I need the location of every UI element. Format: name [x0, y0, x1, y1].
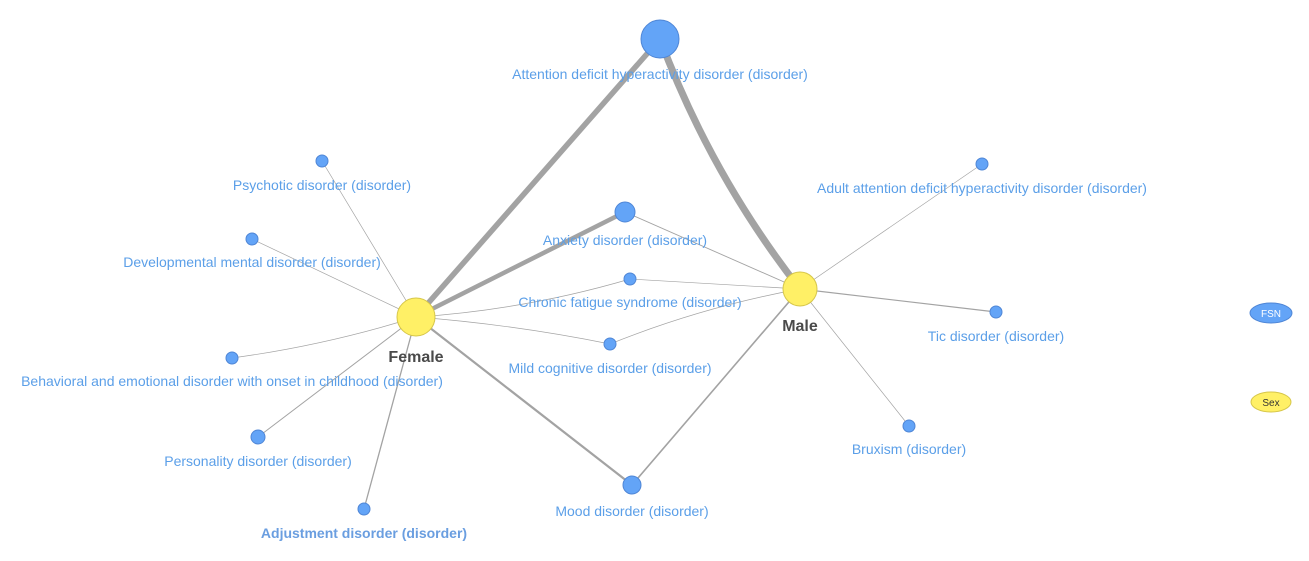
legend-sex-shape	[1250, 391, 1292, 413]
edge-female-personality	[257, 316, 417, 438]
legend-fsn-label: FSN	[1261, 309, 1281, 320]
node-mood[interactable]	[622, 475, 642, 495]
legend: FSN Sex	[1249, 302, 1293, 413]
node-label-psychotic: Psychotic disorder (disorder)	[233, 177, 411, 193]
edge-male-tic	[799, 288, 997, 313]
edge-female-cfs	[415, 278, 631, 318]
node-label-mood: Mood disorder (disorder)	[555, 503, 708, 519]
legend-fsn-shape	[1249, 302, 1293, 324]
node-label-male: Male	[782, 318, 818, 335]
node-label-female: Female	[388, 349, 443, 366]
node-adult_adhd[interactable]	[975, 157, 989, 171]
node-adjustment[interactable]	[357, 502, 371, 516]
edge-female-adhd	[413, 36, 663, 320]
node-cfs[interactable]	[623, 272, 637, 286]
edge-male-anxiety	[624, 211, 801, 290]
node-label-adjustment: Adjustment disorder (disorder)	[261, 525, 467, 541]
legend-sex[interactable]: Sex	[1250, 391, 1292, 413]
node-label-personality: Personality disorder (disorder)	[164, 453, 352, 469]
node-behavioral[interactable]	[225, 351, 239, 365]
node-psychotic[interactable]	[315, 154, 329, 168]
node-female[interactable]	[396, 297, 436, 337]
node-label-tic: Tic disorder (disorder)	[928, 328, 1064, 344]
node-mci[interactable]	[603, 337, 617, 351]
labels-layer: Attention deficit hyperactivity disorder…	[21, 66, 1147, 541]
legend-sex-label: Sex	[1262, 398, 1279, 409]
edge-male-mood	[631, 288, 801, 486]
node-developmental[interactable]	[245, 232, 259, 246]
node-label-anxiety: Anxiety disorder (disorder)	[543, 232, 707, 248]
edge-female-behavioral	[231, 316, 417, 359]
node-label-adult_adhd: Adult attention deficit hyperactivity di…	[817, 180, 1147, 196]
edge-female-anxiety	[413, 209, 628, 320]
node-anxiety[interactable]	[614, 201, 636, 223]
node-label-developmental: Developmental mental disorder (disorder)	[123, 254, 381, 270]
edge-female-developmental	[251, 238, 417, 318]
edge-male-cfs	[629, 278, 801, 290]
node-tic[interactable]	[989, 305, 1003, 319]
node-label-adhd: Attention deficit hyperactivity disorder…	[512, 66, 808, 82]
node-label-mci: Mild cognitive disorder (disorder)	[508, 360, 711, 376]
edges-layer	[231, 35, 997, 510]
edge-male-adhd	[656, 35, 804, 293]
node-label-bruxism: Bruxism (disorder)	[852, 441, 966, 457]
node-label-behavioral: Behavioral and emotional disorder with o…	[21, 373, 443, 389]
edge-male-adult_adhd	[799, 163, 983, 290]
edge-female-mood	[414, 315, 634, 487]
edge-female-psychotic	[321, 160, 417, 318]
node-bruxism[interactable]	[902, 419, 916, 433]
edge-female-mci	[415, 316, 611, 345]
node-personality[interactable]	[250, 429, 266, 445]
node-adhd[interactable]	[640, 19, 680, 59]
edge-female-adjustment	[363, 316, 417, 510]
node-label-cfs: Chronic fatigue syndrome (disorder)	[518, 294, 741, 310]
node-male[interactable]	[782, 271, 818, 307]
edge-male-mci	[609, 288, 801, 345]
nodes-layer	[225, 19, 1003, 516]
legend-fsn[interactable]: FSN	[1249, 302, 1293, 324]
edge-male-bruxism	[799, 288, 910, 427]
